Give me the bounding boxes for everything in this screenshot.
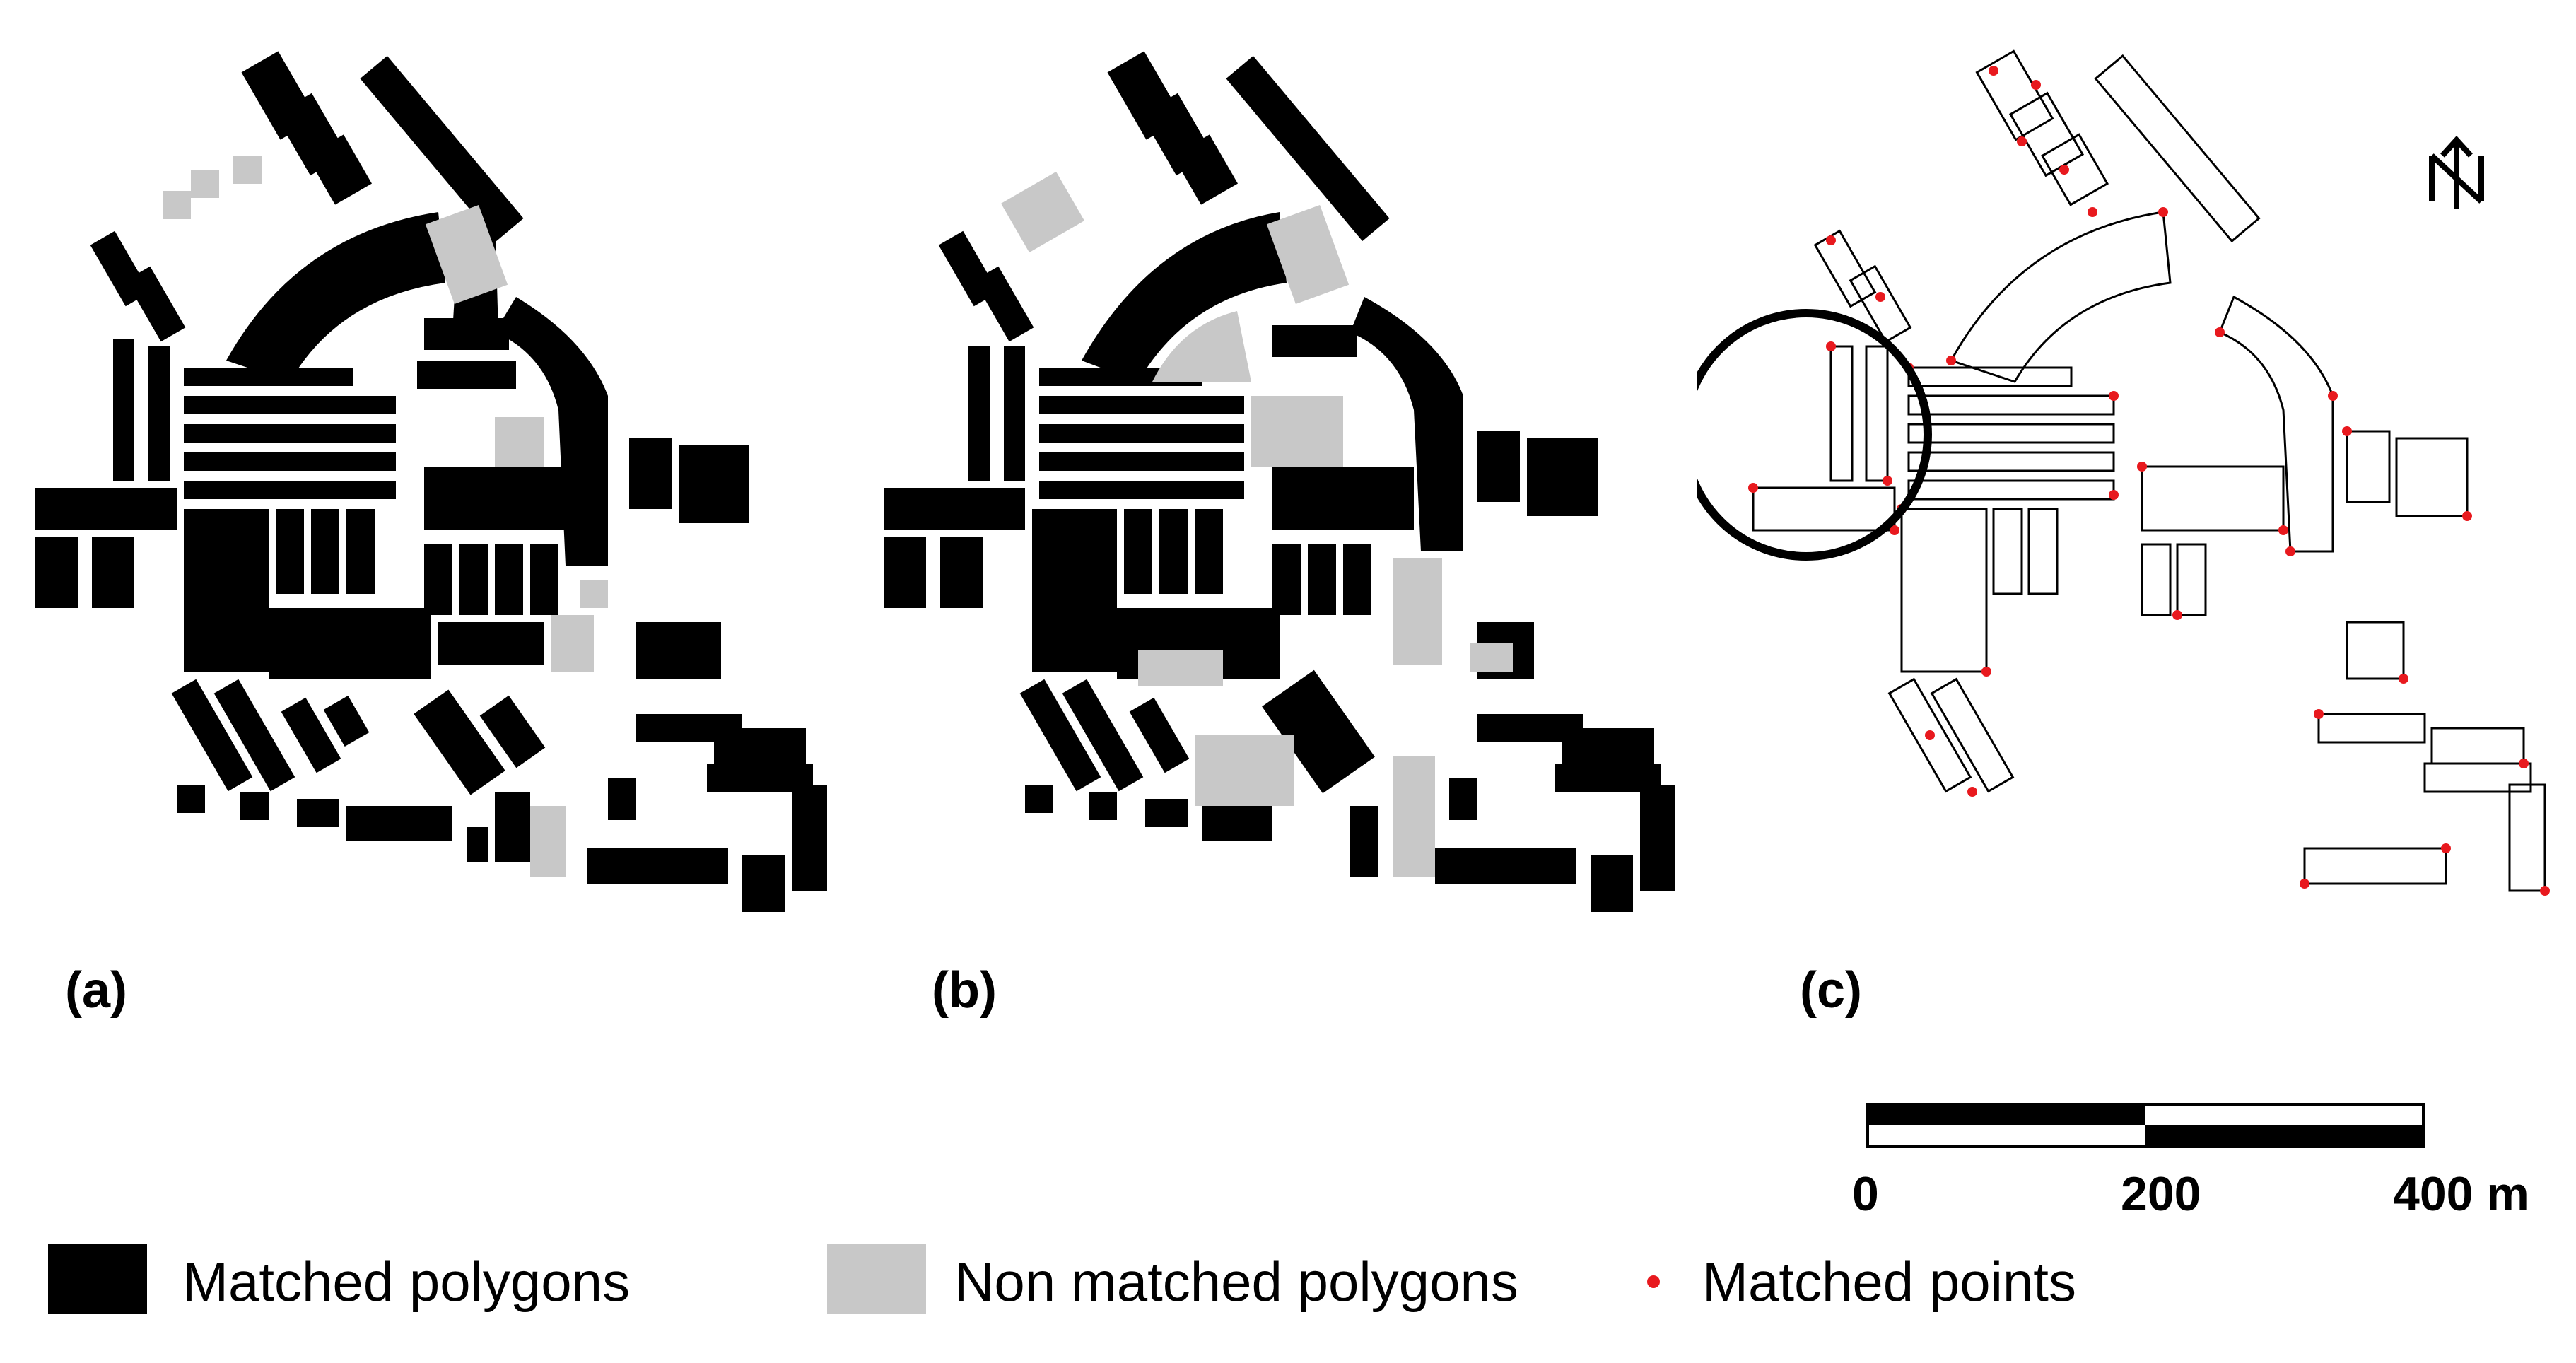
panel-label-c: (c)	[1800, 962, 1862, 1019]
legend-label: Non matched polygons	[954, 1251, 1518, 1313]
map-b-drawing	[884, 51, 1675, 912]
panel-label-a: (a)	[65, 962, 127, 1019]
scale-label-0: 0	[1852, 1167, 1879, 1221]
map-c-drawing	[1697, 49, 2550, 896]
legend-swatch-non-matched	[827, 1244, 926, 1314]
scale-label-200: 200	[2121, 1167, 2201, 1221]
scale-label-400: 400 m	[2393, 1167, 2529, 1221]
legend-dot-icon	[1647, 1275, 1660, 1288]
north-arrow-icon	[2418, 134, 2495, 216]
legend-label: Matched points	[1702, 1251, 2076, 1313]
map-a-drawing	[35, 51, 827, 912]
scale-bar	[1866, 1103, 2425, 1152]
map-panel-a	[0, 0, 855, 961]
legend-label: Matched polygons	[182, 1251, 631, 1313]
legend-swatch-matched	[48, 1244, 147, 1314]
map-panel-c	[1697, 0, 2576, 961]
panel-label-b: (b)	[932, 962, 997, 1019]
map-panel-b	[855, 0, 1718, 961]
